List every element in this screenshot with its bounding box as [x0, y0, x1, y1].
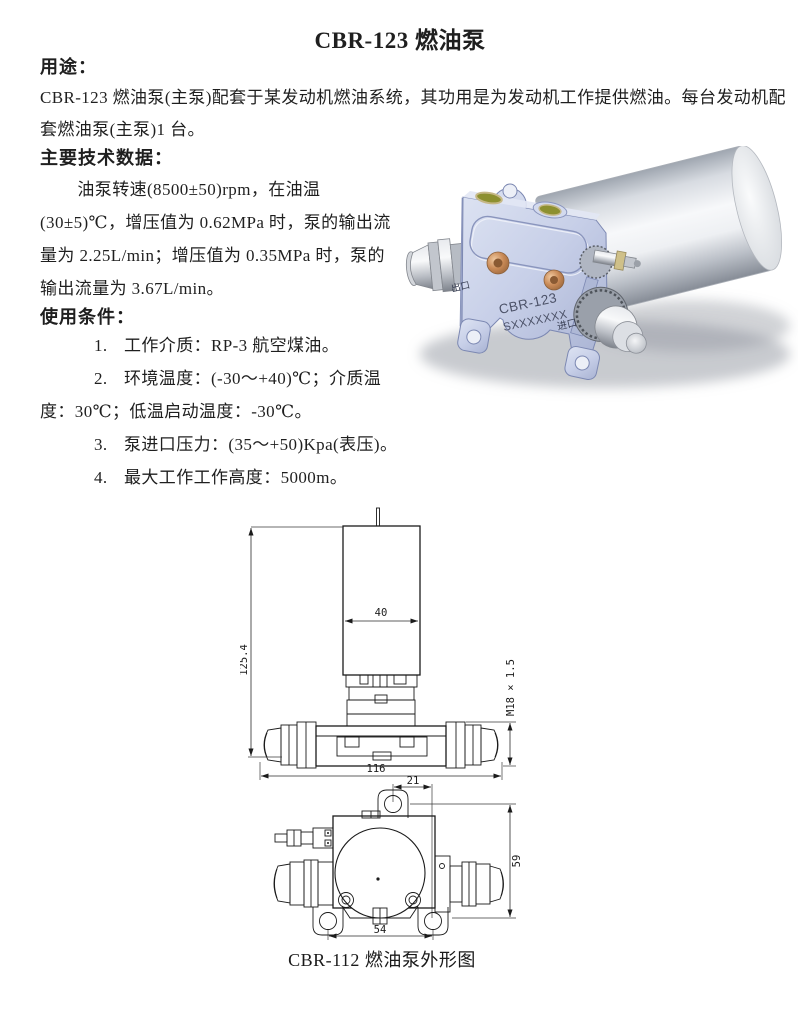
pump-3d-render-figure: 出口 CBR-123 SXXXXXXX 进口	[400, 145, 798, 402]
condition-text: 工作介质：RP-3 航空煤油。	[124, 336, 340, 355]
condition-number: 1.	[94, 336, 108, 355]
condition-number: 4.	[94, 468, 108, 487]
condition-item: 4. 最大工作工作高度：5000m。	[40, 461, 798, 494]
copper-screws	[486, 251, 565, 291]
page-title: CBR-123 燃油泵	[314, 28, 486, 53]
condition-item: 3. 泵进口压力：(35～+50)Kpa(表压)。	[40, 428, 798, 461]
inlet-fitting	[570, 276, 647, 354]
electrical-connector	[274, 827, 334, 849]
outlet-fitting-top	[273, 859, 334, 908]
dimension-label-height: 125.4	[240, 644, 250, 676]
condition-item: 2.环境温度：(-30～+40)℃；介质温度：30℃；低温启动温度：-30℃。	[40, 362, 798, 428]
condition-text: 泵进口压力：(35～+50)Kpa(表压)。	[124, 435, 398, 454]
purpose-paragraph: CBR-123 燃油泵(主泵)配套于某发动机燃油系统，其功用是为发动机工作提供燃…	[40, 88, 786, 139]
condition-item: 1. 工作介质：RP-3 航空煤油。	[40, 329, 798, 362]
pump-shadow	[420, 300, 790, 388]
purpose-heading: 用途：	[40, 57, 97, 77]
dimension-label-tab-offset: 21	[407, 776, 420, 787]
inlet-fitting-top	[449, 861, 504, 907]
dimension-label-depth: 59	[511, 855, 523, 868]
condition-number: 3.	[94, 435, 108, 454]
pump-3d-render: 出口 CBR-123 SXXXXXXX 进口	[405, 145, 790, 388]
drawing-caption: CBR-112 燃油泵外形图	[288, 950, 476, 970]
sight-glass-left	[475, 191, 503, 205]
outline-drawing-figure: 40	[0, 504, 800, 972]
outlet-port-label: 出口	[450, 279, 471, 295]
document-body: 用途： CBR-123 燃油泵(主泵)配套于某发动机燃油系统，其功用是为发动机工…	[40, 55, 798, 494]
motor-top-circle	[334, 827, 426, 919]
inlet-port-label: 进口	[556, 317, 578, 333]
vent-nipple	[592, 249, 641, 271]
motor-body	[342, 525, 421, 676]
dimension-label-motor-width: 40	[375, 607, 388, 619]
dimension-label-hole-span: 54	[374, 924, 387, 936]
tech-data-heading: 主要技术数据：	[40, 148, 173, 168]
condition-text: 最大工作工作高度：5000m。	[124, 468, 348, 487]
condition-text: 环境温度：(-30～+40)℃；介质温度：30℃；低温启动温度：-30℃。	[40, 369, 382, 421]
tech-data-paragraph: 油泵转速(8500±50)rpm，在油温(30±5)℃，增压值为 0.62MPa…	[40, 180, 391, 298]
conditions-heading: 使用条件：	[40, 307, 135, 327]
dimension-label-body-width: 116	[367, 763, 386, 775]
tech-and-conditions: 出口 CBR-123 SXXXXXXX 进口 主要技术数据： 油泵转速(8500…	[40, 145, 798, 494]
ear-hole	[502, 183, 518, 199]
top-mount-tab	[377, 789, 409, 818]
top-view-drawing: 21	[273, 776, 523, 940]
condition-number: 2.	[94, 369, 108, 388]
motor-shaft	[376, 507, 380, 527]
front-view-drawing: 40	[240, 507, 517, 780]
sight-glass-right	[532, 201, 568, 219]
mounting-bracket	[457, 183, 608, 381]
dimension-label-thread: M18 × 1.5	[505, 659, 517, 716]
